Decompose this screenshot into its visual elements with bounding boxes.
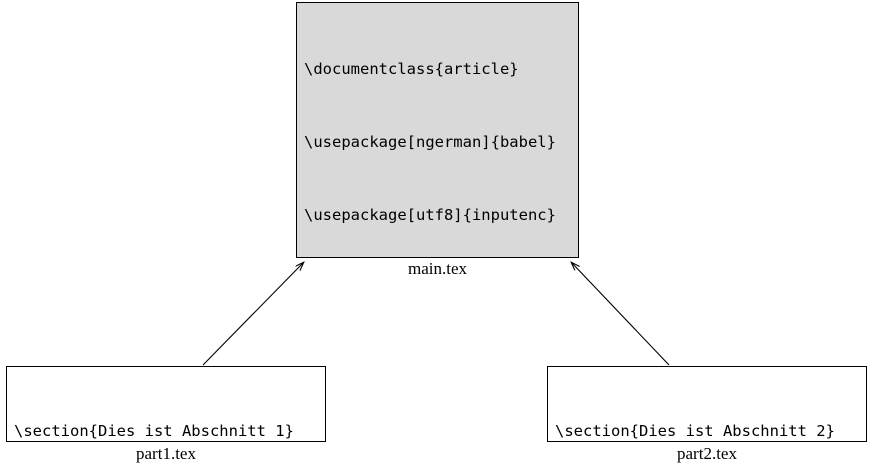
part1-tex-code-box: \section{Dies ist Abschnitt 1} Hier ein … — [6, 366, 326, 442]
part1-tex-caption: part1.tex — [136, 444, 196, 463]
code-line: \section{Dies ist Abschnitt 2} — [555, 421, 835, 440]
main-tex-code-box: \documentclass{article} \usepackage[nger… — [296, 2, 579, 258]
main-tex-caption: main.tex — [407, 259, 467, 278]
part2-tex-code-box: \section{Dies ist Abschnitt 2} Hier ein … — [547, 366, 867, 442]
code-line: \section{Dies ist Abschnitt 1} — [14, 421, 294, 440]
connector-part2-to-main — [572, 263, 670, 366]
code-line: \documentclass{article} — [304, 59, 519, 78]
code-line: \usepackage[ngerman]{babel} — [304, 133, 556, 152]
part2-tex-caption: part2.tex — [677, 444, 737, 463]
connector-part1-to-main — [202, 263, 304, 366]
code-line: \usepackage[utf8]{inputenc} — [304, 206, 556, 225]
